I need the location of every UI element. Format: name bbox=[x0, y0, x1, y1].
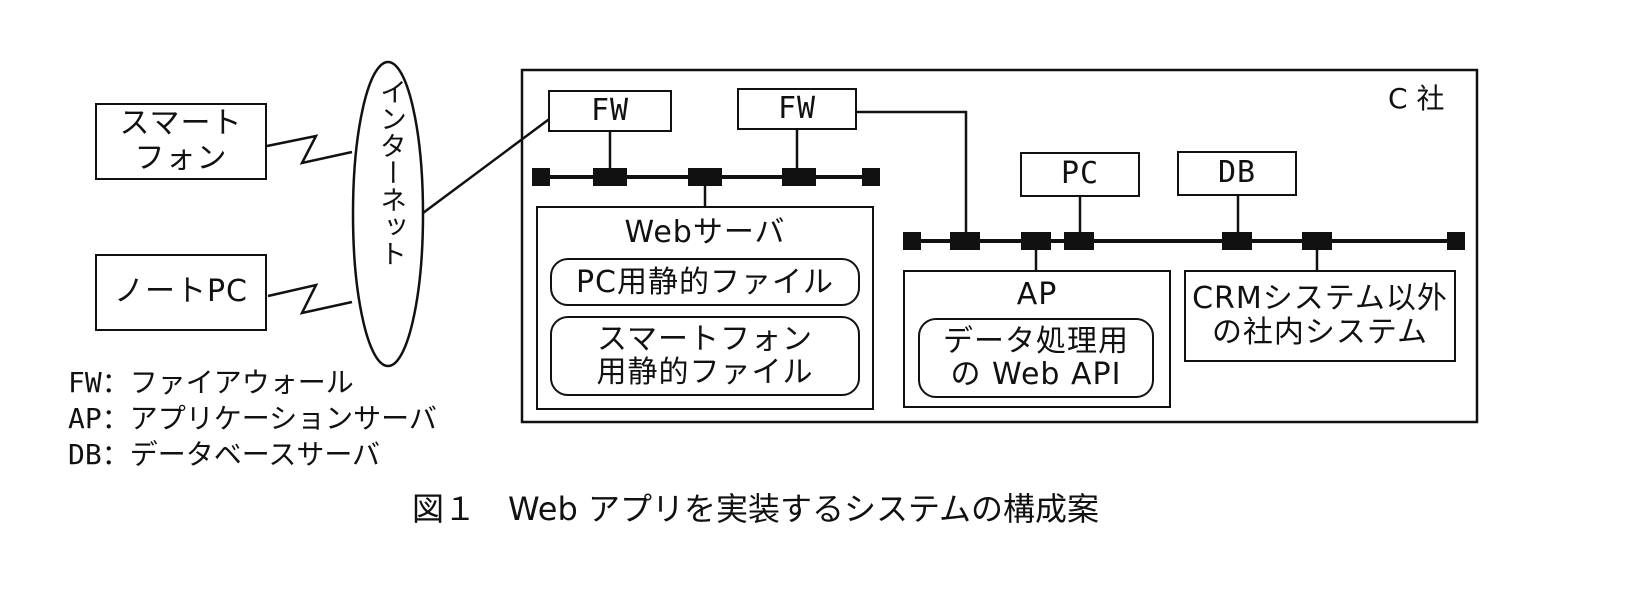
notebook-pc-node: ノートPC bbox=[95, 254, 267, 331]
legend-abbr: FW bbox=[68, 366, 102, 399]
bus-terminator bbox=[903, 232, 921, 250]
legend-abbr: AP bbox=[68, 402, 102, 435]
legend-meaning: アプリケーションサーバ bbox=[129, 402, 437, 435]
other-systems-line1: CRMシステム以外 bbox=[1192, 280, 1448, 316]
internal-pc-node: PC bbox=[1020, 152, 1140, 197]
notebook-pc-label: ノートPC bbox=[113, 274, 249, 310]
web-api-line1: データ処理用 bbox=[943, 324, 1129, 359]
firewall-2-label: FW bbox=[777, 90, 817, 126]
firewall-1: FW bbox=[548, 90, 672, 132]
internet-label: インターネット bbox=[375, 78, 406, 267]
legend-item-db: DB：データベースサーバ bbox=[68, 437, 437, 473]
firewall-1-label: FW bbox=[590, 92, 630, 128]
pc-static-files: PC用静的ファイル bbox=[550, 258, 860, 306]
internal-pc-label: PC bbox=[1060, 156, 1100, 192]
smartphone-label-line2: フォン bbox=[134, 140, 228, 176]
internet-cloud bbox=[351, 60, 425, 368]
db-node: DB bbox=[1177, 151, 1297, 196]
legend-sep: ： bbox=[101, 402, 130, 435]
notebook-link bbox=[267, 283, 353, 315]
company-label: C 社 bbox=[1388, 82, 1445, 115]
legend-meaning: ファイアウォール bbox=[129, 366, 354, 399]
legend-abbr: DB bbox=[68, 438, 102, 471]
bus-port bbox=[782, 168, 816, 186]
bus-port bbox=[593, 168, 627, 186]
bus-terminator bbox=[1447, 232, 1465, 250]
smartphone-static-files-line2: 用静的ファイル bbox=[596, 355, 814, 390]
bus-port bbox=[950, 232, 980, 250]
figure-caption: 図１ Web アプリを実装するシステムの構成案 bbox=[412, 490, 1099, 528]
internet-fw-link bbox=[422, 115, 553, 215]
legend-meaning: データベースサーバ bbox=[129, 438, 381, 471]
smartphone-label-line1: スマート bbox=[119, 106, 243, 141]
legend-sep: ： bbox=[101, 438, 130, 471]
web-server-title: Webサーバ bbox=[624, 215, 786, 250]
db-label: DB bbox=[1217, 155, 1257, 191]
legend-item-ap: AP：アプリケーションサーバ bbox=[68, 401, 437, 437]
web-api-line2: の Web API bbox=[950, 357, 1122, 392]
bus-terminator bbox=[862, 168, 880, 186]
bus-port bbox=[1222, 232, 1252, 250]
smartphone-static-files: スマートフォン 用静的ファイル bbox=[550, 316, 860, 396]
pc-static-files-label: PC用静的ファイル bbox=[575, 264, 835, 300]
smartphone-link bbox=[266, 134, 353, 165]
legend-sep: ： bbox=[101, 366, 130, 399]
other-systems-line2: の社内システム bbox=[1211, 315, 1429, 350]
other-internal-systems-node: CRMシステム以外 の社内システム bbox=[1184, 270, 1456, 362]
smartphone-node: スマート フォン bbox=[95, 103, 267, 180]
firewall-2: FW bbox=[737, 88, 857, 130]
bus-port bbox=[1302, 232, 1332, 250]
legend: FW：ファイアウォール AP：アプリケーションサーバ DB：データベースサーバ bbox=[68, 365, 437, 473]
legend-item-fw: FW：ファイアウォール bbox=[68, 365, 437, 401]
bus-port bbox=[688, 168, 722, 186]
bus-terminator bbox=[532, 168, 550, 186]
company-boundary bbox=[520, 68, 1479, 424]
bus-port bbox=[1021, 232, 1051, 250]
ap-title: AP bbox=[1016, 277, 1058, 312]
bus-port bbox=[1064, 232, 1094, 250]
smartphone-static-files-line1: スマートフォン bbox=[596, 322, 814, 357]
fw-internal-link bbox=[857, 110, 968, 236]
web-api-component: データ処理用 の Web API bbox=[918, 318, 1154, 398]
